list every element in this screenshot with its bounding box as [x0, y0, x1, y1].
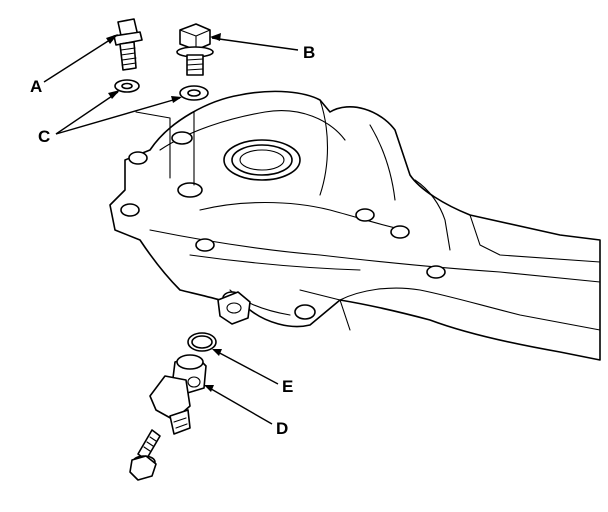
callout-b: B: [303, 43, 315, 62]
bolt-a: [113, 18, 143, 71]
leader-c: [55, 90, 182, 135]
washer-c-right: [179, 85, 209, 101]
bolt-b: [176, 23, 214, 76]
callout-d: D: [276, 419, 288, 438]
o-ring-e: [187, 332, 217, 352]
transmission-housing: [109, 90, 601, 361]
leader-a: [43, 34, 118, 83]
callout-c: C: [38, 127, 50, 146]
callout-e: E: [282, 377, 293, 396]
leader-b: [210, 33, 299, 51]
callout-a: A: [30, 77, 42, 96]
washer-c-left: [114, 79, 140, 93]
leader-e: [212, 349, 279, 385]
leader-d: [204, 385, 273, 425]
sensor-d: [149, 354, 207, 435]
sensor-bolt: [129, 429, 161, 481]
